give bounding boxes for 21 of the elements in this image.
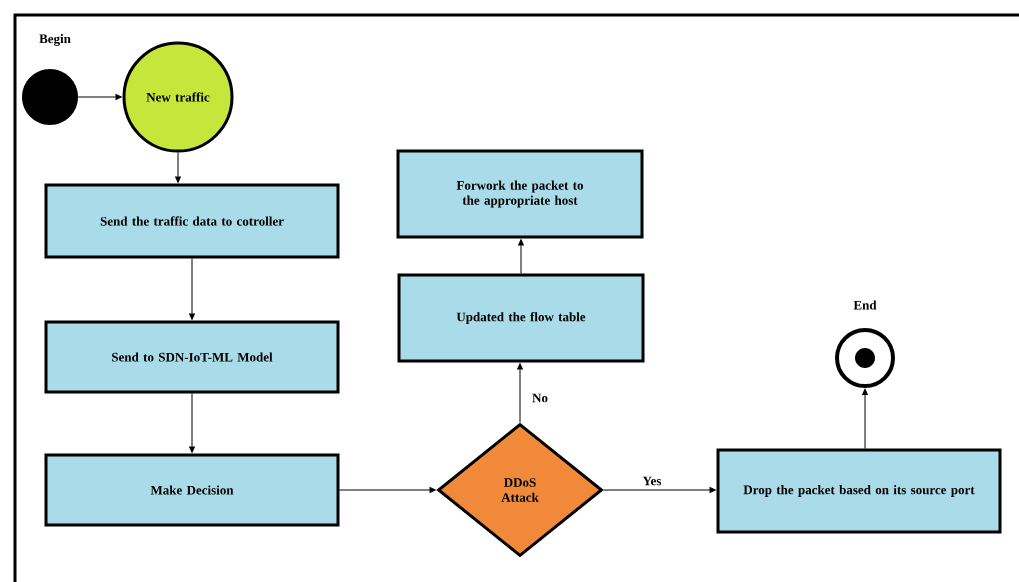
edge-label: Yes — [641, 475, 663, 487]
process-box: Updated the flow table — [397, 273, 645, 363]
end-symbol — [835, 328, 895, 388]
process-box: Drop the packet based on its source port — [716, 448, 1002, 534]
arrow — [862, 388, 868, 449]
arrow — [603, 487, 716, 493]
edge-label: No — [531, 392, 549, 404]
arrow — [189, 393, 195, 453]
process-box: Forwork the packet to the appropriate host — [396, 149, 644, 239]
process-box: Send the traffic data to cotroller — [44, 183, 340, 259]
start-symbol — [22, 69, 78, 125]
node-caption: Begin — [39, 34, 71, 46]
arrow — [518, 239, 524, 274]
process-box: Make Decision — [44, 453, 340, 527]
arrow — [175, 152, 181, 183]
process-box: Send to SDN-IoT-ML Model — [44, 320, 340, 394]
arrow — [339, 487, 436, 493]
arrow — [77, 94, 122, 100]
node-caption: End — [853, 300, 877, 310]
arrow — [517, 363, 523, 423]
arrow — [189, 258, 195, 320]
